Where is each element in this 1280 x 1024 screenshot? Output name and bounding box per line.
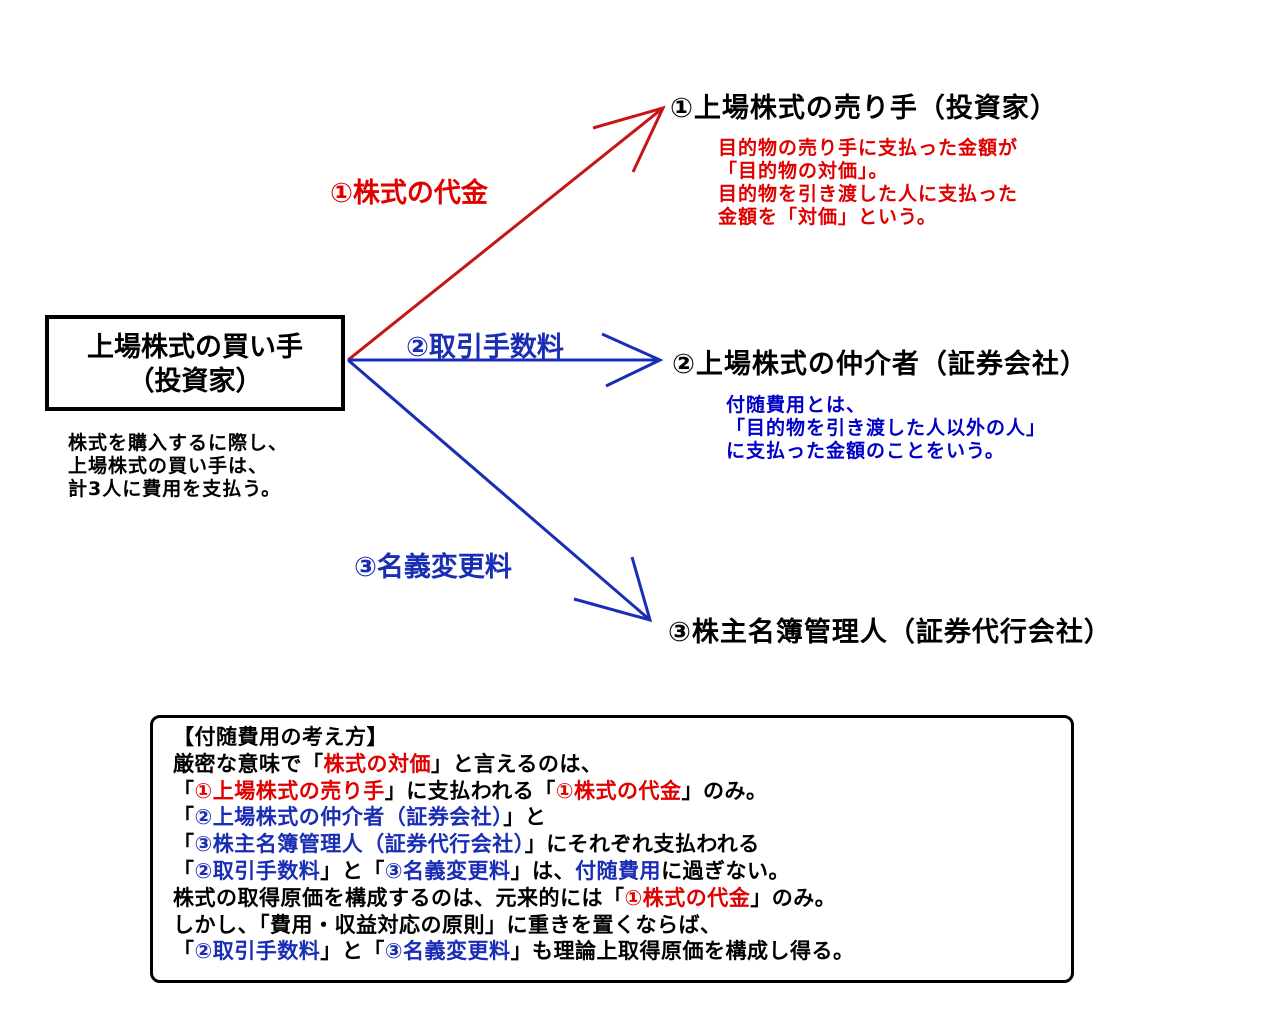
summary-highlight: ①株式の代金	[555, 778, 682, 803]
arrow-to-registrar	[347, 358, 653, 623]
summary-highlight: ②取引手数料	[194, 858, 321, 883]
seller-note-line: 目的物の売り手に支払った金額が	[718, 137, 1019, 159]
summary-text: 「	[173, 832, 195, 857]
summary-highlight: ③名義変更料	[384, 939, 511, 964]
arrow-to-broker	[348, 332, 664, 388]
summary-line: 株式の取得原価を構成するのは、元来的には「①株式の代金」のみ。	[173, 885, 1071, 912]
summary-text: 」に支払われる「	[384, 778, 556, 803]
summary-highlight: ③名義変更料	[384, 858, 511, 883]
summary-text: 「	[173, 778, 195, 803]
summary-text: 」にそれぞれ支払われる	[524, 832, 760, 857]
buyer-box: 上場株式の買い手 （投資家）	[45, 315, 345, 411]
target-registrar-title: ③株主名簿管理人（証券代行会社）	[668, 617, 1112, 648]
summary-line: しかし、「費用・収益対応の原則」に重きを置くならば、	[173, 912, 1071, 939]
buyer-note-line: 株式を購入するに際し、	[68, 432, 289, 454]
arrow-to-seller	[347, 105, 666, 362]
summary-line: 「③株主名簿管理人（証券代行会社）」にそれぞれ支払われる	[173, 831, 1071, 858]
broker-note-line: 「目的物を引き渡した人以外の人」	[726, 417, 1047, 439]
summary-text: 」と「	[320, 939, 385, 964]
summary-text: しかし、「費用・収益対応の原則」に重きを置くならば、	[173, 912, 722, 937]
summary-line: 「①上場株式の売り手」に支払われる「①株式の代金」のみ。	[173, 778, 1071, 805]
summary-text: 「	[173, 939, 195, 964]
summary-text: 」は、	[510, 858, 576, 883]
seller-note-line: 「目的物の対価」。	[718, 160, 889, 182]
summary-line: 「②取引手数料」と「③名義変更料」も理論上取得原価を構成し得る。	[173, 938, 1071, 965]
broker-note-line: に支払った金額のことをいう。	[726, 440, 1005, 462]
arrow-label-stock-price: ①株式の代金	[330, 178, 488, 209]
summary-text: 」も理論上取得原価を構成し得る。	[510, 939, 855, 964]
summary-text: 」と言えるのは、	[431, 751, 603, 776]
summary-box: 【付随費用の考え方】 厳密な意味で「株式の対価」と言えるのは、 「①上場株式の売…	[150, 715, 1074, 983]
summary-line: 厳密な意味で「株式の対価」と言えるのは、	[173, 751, 1071, 778]
buyer-subtitle: （投資家）	[127, 366, 263, 397]
summary-highlight: ②取引手数料	[194, 939, 321, 964]
summary-text: 「	[173, 858, 195, 883]
summary-heading: 【付随費用の考え方】	[173, 725, 388, 749]
summary-highlight: ①上場株式の売り手	[194, 778, 385, 803]
summary-text: 厳密な意味で「	[173, 751, 324, 776]
arrow-label-transfer-fee: ③名義変更料	[354, 552, 512, 583]
target-broker-note: 付随費用とは、 「目的物を引き渡した人以外の人」 に支払った金額のことをいう。	[726, 394, 1046, 463]
summary-text: 」と	[503, 805, 547, 830]
summary-text: 「	[173, 805, 195, 830]
summary-text: 」のみ。	[750, 885, 837, 910]
seller-note-line: 目的物を引き渡した人に支払った	[718, 183, 1019, 205]
summary-line: 「②取引手数料」と「③名義変更料」は、付随費用に過ぎない。	[173, 858, 1071, 885]
buyer-title: 上場株式の買い手	[87, 332, 303, 363]
buyer-note-line: 上場株式の買い手は、	[68, 455, 269, 477]
summary-text: に過ぎない。	[661, 858, 791, 883]
summary-text: 株式の取得原価を構成するのは、元来的には「	[173, 885, 625, 910]
summary-highlight: ③株主名簿管理人（証券代行会社）	[194, 832, 525, 857]
target-seller-note: 目的物の売り手に支払った金額が 「目的物の対価」。 目的物を引き渡した人に支払っ…	[718, 137, 1018, 229]
buyer-note: 株式を購入するに際し、 上場株式の買い手は、 計3人に費用を支払う。	[68, 432, 288, 501]
summary-highlight: ①株式の代金	[624, 885, 751, 910]
seller-note-line: 金額を「対価」という。	[718, 206, 937, 228]
target-seller-title: ①上場株式の売り手（投資家）	[670, 93, 1058, 124]
target-broker-title: ②上場株式の仲介者（証券会社）	[672, 349, 1088, 380]
summary-highlight: 株式の対価	[323, 751, 431, 776]
broker-note-line: 付随費用とは、	[726, 394, 867, 416]
summary-text: 」と「	[320, 858, 385, 883]
buyer-note-line: 計3人に費用を支払う。	[68, 478, 282, 500]
arrow-label-commission: ②取引手数料	[406, 332, 564, 363]
summary-line: 「②上場株式の仲介者（証券会社）」と	[173, 804, 1071, 831]
summary-highlight: 付随費用	[575, 858, 662, 883]
summary-highlight: ②上場株式の仲介者（証券会社）	[194, 805, 504, 830]
summary-text: 」のみ。	[681, 778, 768, 803]
